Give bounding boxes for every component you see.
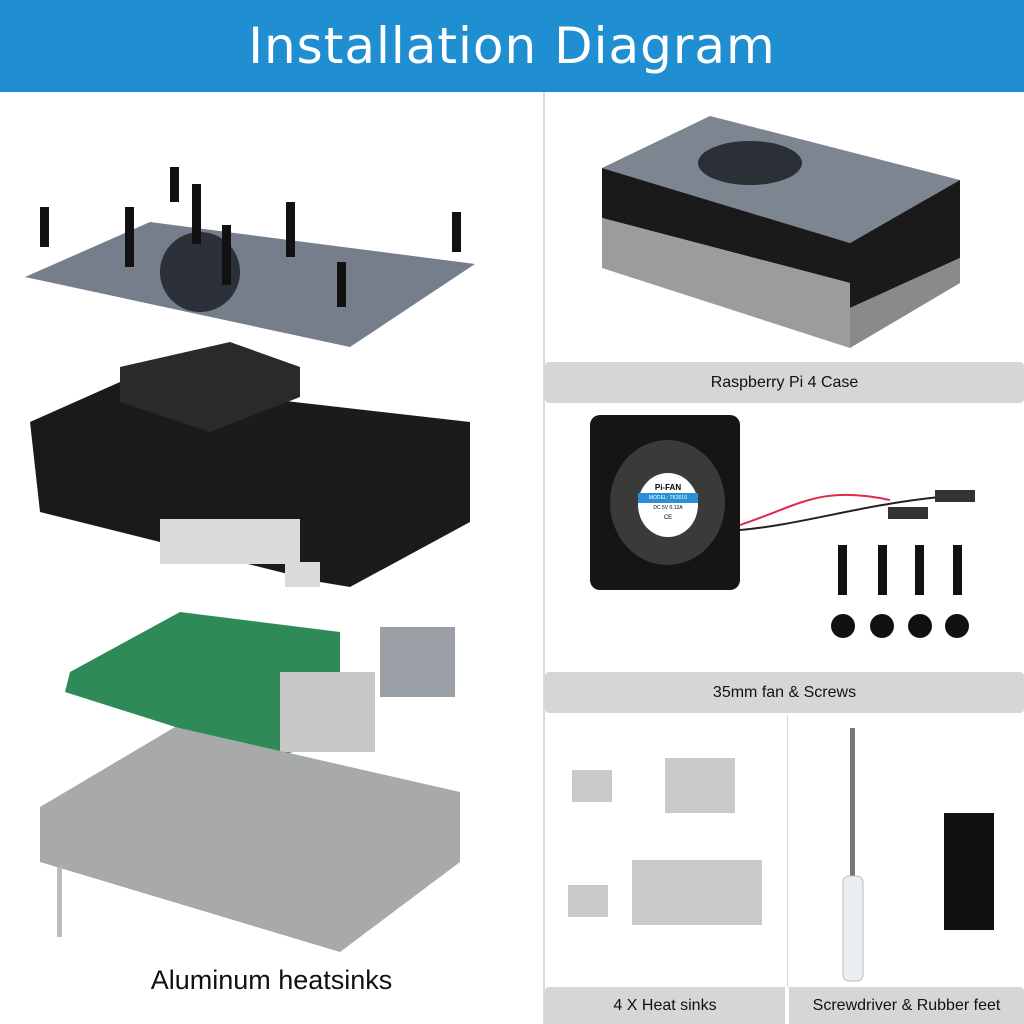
fan-sticker: Pi-FAN MODEL: TK3010 DC 5V 0.12A CE	[638, 473, 698, 537]
page-title: Installation Diagram	[248, 17, 776, 75]
fan-rating: DC 5V 0.12A	[653, 505, 683, 511]
heatsinks-label-bar: 4 X Heat sinks	[545, 987, 785, 1024]
case-illustration	[602, 116, 960, 348]
screwdriver-illustration	[842, 728, 864, 982]
heatsinks-illustration	[568, 758, 762, 925]
standoff-screw	[57, 867, 62, 937]
heatsinks-label: 4 X Heat sinks	[613, 996, 717, 1014]
header-banner: Installation Diagram	[0, 0, 1024, 92]
case-label: Raspberry Pi 4 Case	[710, 373, 859, 391]
vertical-divider	[543, 92, 545, 1024]
fan-label: 35mm fan & Screws	[712, 683, 857, 701]
screws-and-nuts	[831, 545, 969, 638]
fan-illustration: Pi-FAN MODEL: TK3010 DC 5V 0.12A CE	[590, 415, 740, 590]
screws	[40, 167, 461, 307]
usb-ports	[280, 672, 375, 752]
fan-label-bar: 35mm fan & Screws	[545, 672, 1024, 713]
aluminum-bottom-case	[40, 727, 460, 952]
rubber-feet-sheet	[944, 813, 994, 930]
heatsink-small	[285, 562, 320, 587]
fan-wires	[740, 490, 975, 531]
fan-grill	[160, 232, 240, 312]
screwdriver-label: Screwdriver & Rubber feet	[812, 996, 1001, 1014]
black-frame	[30, 382, 470, 587]
raspberry-pi-board	[65, 612, 340, 757]
heatsink-large	[160, 519, 300, 564]
fan-ce-mark: CE	[663, 515, 673, 521]
screwdriver-label-bar: Screwdriver & Rubber feet	[789, 987, 1024, 1024]
exploded-assembly-illustration	[25, 167, 475, 952]
frame-fan	[120, 342, 300, 432]
acrylic-top-plate	[25, 222, 475, 347]
fan-brand: Pi-FAN	[654, 483, 682, 492]
case-label-bar: Raspberry Pi 4 Case	[545, 362, 1024, 403]
fan-model: MODEL: TK3010	[638, 493, 698, 503]
ethernet-port	[380, 627, 455, 697]
left-caption: Aluminum heatsinks	[150, 965, 393, 995]
vertical-divider-bottom	[787, 715, 788, 987]
